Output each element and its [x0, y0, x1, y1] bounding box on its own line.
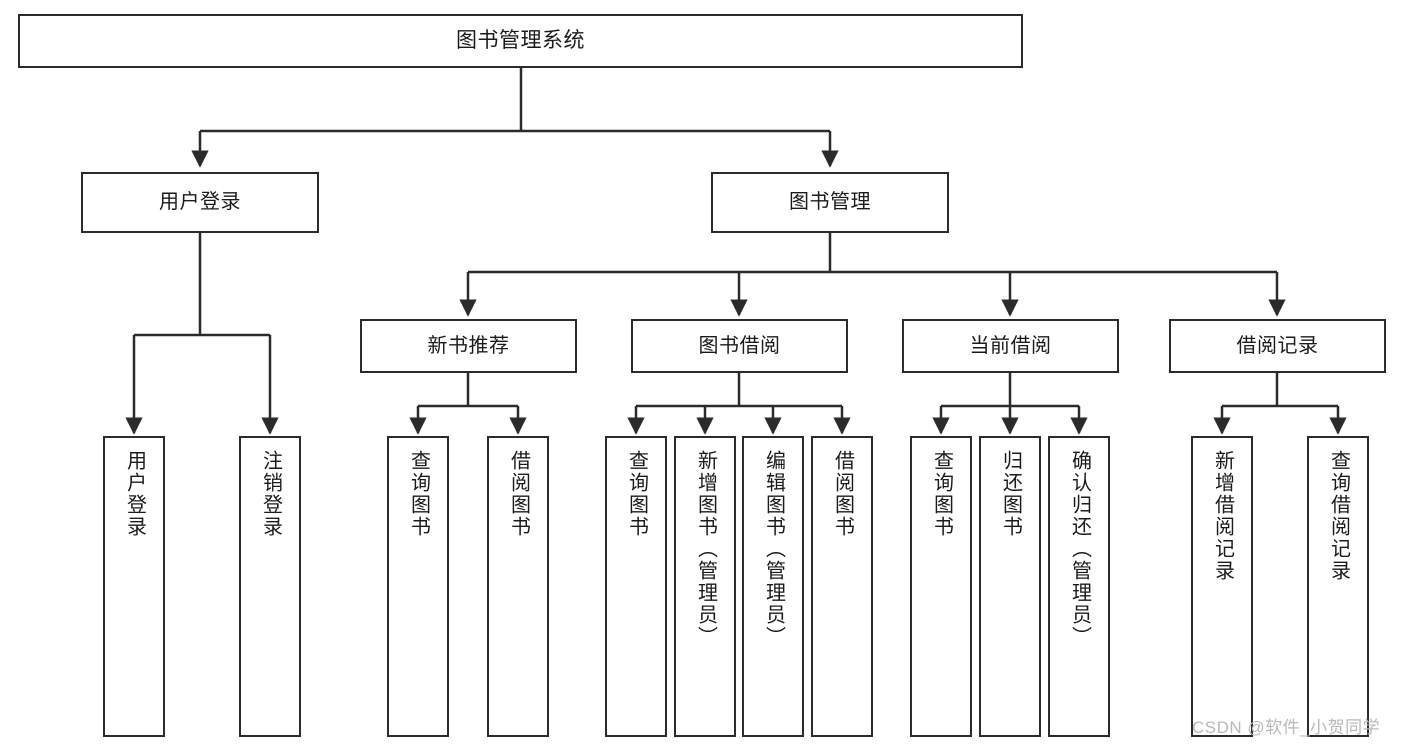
node-book-borrow-label: 图书借阅: [698, 334, 781, 357]
leaf-book-borrow-1[interactable]: 查询图书: [605, 436, 667, 737]
leaf-current-borrow-3-label: 确认归还（管理员）: [1068, 450, 1091, 648]
leaf-current-borrow-3[interactable]: 确认归还（管理员）: [1048, 436, 1110, 737]
node-current-borrow[interactable]: 当前借阅: [902, 319, 1119, 373]
leaf-borrow-record-1[interactable]: 新增借阅记录: [1191, 436, 1253, 737]
leaf-book-borrow-4-label: 借阅图书: [831, 450, 854, 538]
leaf-current-borrow-2[interactable]: 归还图书: [979, 436, 1041, 737]
leaf-user-login-1[interactable]: 用户登录: [103, 436, 165, 737]
leaf-new-book-1[interactable]: 查询图书: [387, 436, 449, 737]
leaf-current-borrow-1-label: 查询图书: [930, 450, 953, 538]
leaf-current-borrow-1[interactable]: 查询图书: [910, 436, 972, 737]
leaf-book-borrow-3-label: 编辑图书（管理员）: [762, 450, 785, 648]
leaf-book-borrow-3[interactable]: 编辑图书（管理员）: [742, 436, 804, 737]
leaf-user-login-2[interactable]: 注销登录: [239, 436, 301, 737]
node-user-login-label: 用户登录: [159, 191, 241, 213]
leaf-borrow-record-2[interactable]: 查询借阅记录: [1307, 436, 1369, 737]
node-book-management[interactable]: 图书管理: [711, 172, 949, 233]
node-borrow-record[interactable]: 借阅记录: [1169, 319, 1386, 373]
leaf-borrow-record-2-label: 查询借阅记录: [1327, 450, 1350, 582]
node-root[interactable]: 图书管理系统: [18, 14, 1023, 68]
leaf-book-borrow-2-label: 新增图书（管理员）: [694, 450, 717, 648]
leaf-new-book-2-label: 借阅图书: [507, 450, 530, 538]
leaf-user-login-2-label: 注销登录: [259, 450, 282, 538]
node-current-borrow-label: 当前借阅: [969, 334, 1052, 357]
node-book-borrow[interactable]: 图书借阅: [631, 319, 848, 373]
leaf-current-borrow-2-label: 归还图书: [999, 450, 1022, 538]
node-root-label: 图书管理系统: [456, 28, 585, 52]
leaf-book-borrow-4[interactable]: 借阅图书: [811, 436, 873, 737]
leaf-new-book-2[interactable]: 借阅图书: [487, 436, 549, 737]
node-book-management-label: 图书管理: [789, 191, 871, 213]
leaf-new-book-1-label: 查询图书: [407, 450, 430, 538]
node-user-login[interactable]: 用户登录: [81, 172, 319, 233]
node-borrow-record-label: 借阅记录: [1236, 334, 1319, 357]
leaf-book-borrow-1-label: 查询图书: [625, 450, 648, 538]
leaf-book-borrow-2[interactable]: 新增图书（管理员）: [674, 436, 736, 737]
leaf-borrow-record-1-label: 新增借阅记录: [1211, 450, 1234, 582]
node-new-book-recommend[interactable]: 新书推荐: [360, 319, 577, 373]
node-new-book-recommend-label: 新书推荐: [427, 334, 510, 357]
leaf-user-login-1-label: 用户登录: [123, 450, 146, 538]
